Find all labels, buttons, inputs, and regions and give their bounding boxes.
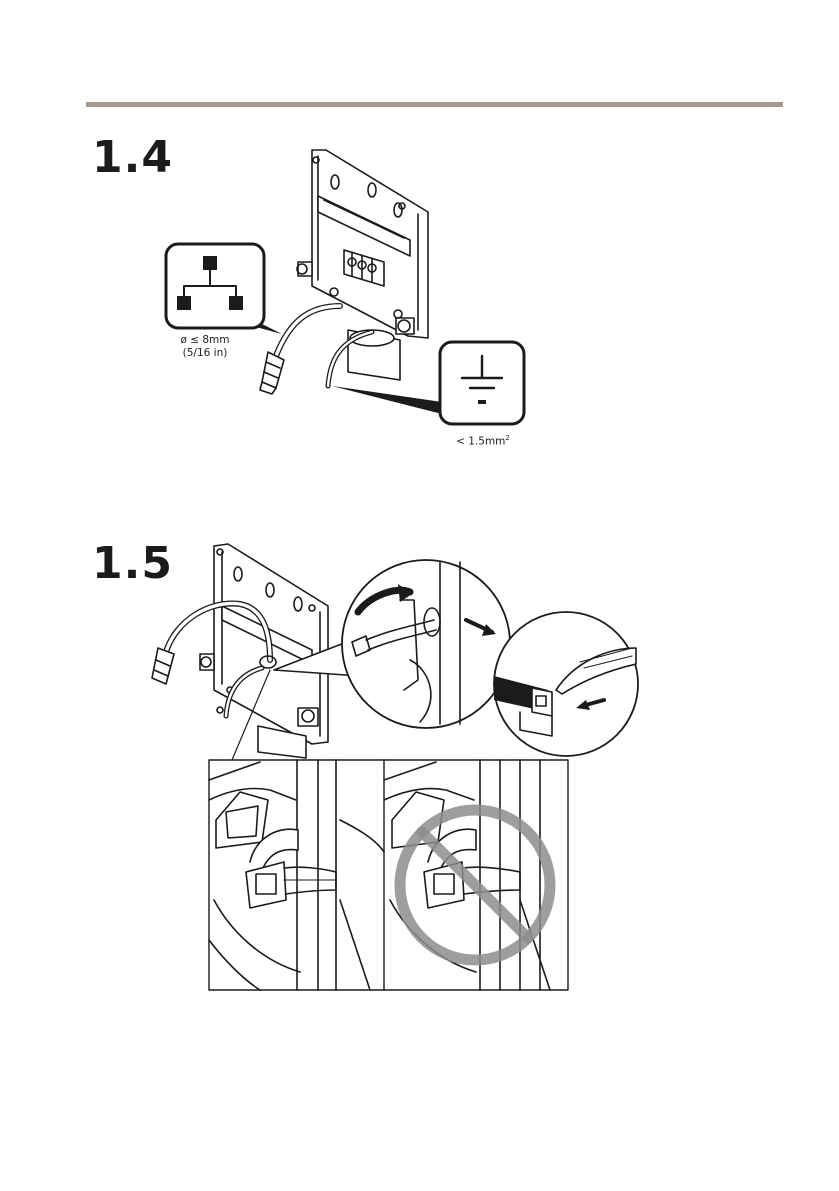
figure-1-5-mounting-bracket — [200, 544, 328, 758]
cable-diameter-label: ø ≤ 8mm — [160, 334, 250, 347]
wire-gauge-exponent: 2 — [505, 434, 509, 442]
figure-1-5-detail-panels — [209, 760, 568, 990]
figure-1-4-mounting-bracket — [297, 150, 428, 380]
cut-tie-icon — [494, 612, 638, 756]
network-topology-icon — [166, 244, 282, 334]
cable-diameter-imperial-label: (5/16 in) — [160, 347, 250, 360]
wire-gauge-note: < 1.5mm2 — [438, 432, 528, 449]
cable-diameter-note: ø ≤ 8mm (5/16 in) — [160, 334, 250, 360]
wire-gauge-label: < 1.5mm — [456, 436, 505, 448]
